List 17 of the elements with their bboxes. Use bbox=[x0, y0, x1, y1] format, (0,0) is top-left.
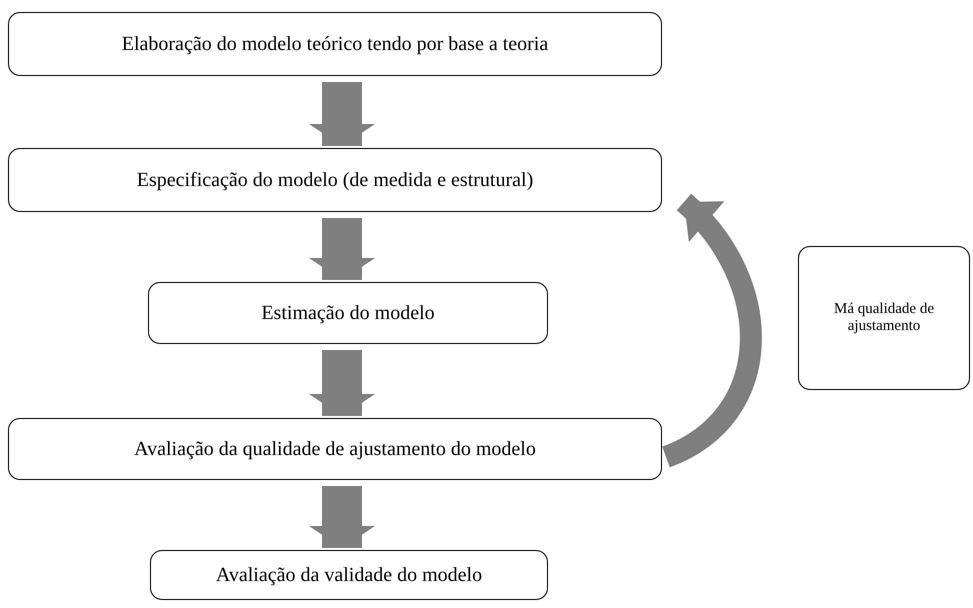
arrow bbox=[661, 194, 762, 467]
process-box bbox=[798, 246, 970, 390]
process-box bbox=[150, 550, 548, 600]
arrow bbox=[309, 486, 375, 548]
process-box bbox=[8, 148, 662, 212]
box-text: Estimação do modelo bbox=[261, 302, 435, 324]
process-box bbox=[8, 418, 662, 480]
process-box bbox=[8, 12, 662, 76]
process-box bbox=[148, 282, 548, 344]
arrow bbox=[309, 350, 375, 416]
arrow bbox=[309, 218, 375, 280]
box-text: Especificação do modelo (de medida e estrutural) bbox=[136, 168, 534, 192]
box-text: Avaliação da validade do modelo bbox=[216, 564, 482, 586]
box-text: Avaliação da qualidade de ajustamento do modelo bbox=[134, 438, 536, 460]
box-text: Má qualidade de ajustamento bbox=[834, 300, 934, 336]
arrow bbox=[309, 82, 375, 146]
box-text: Elaboração do modelo teórico tendo por base a teoria bbox=[122, 32, 548, 56]
